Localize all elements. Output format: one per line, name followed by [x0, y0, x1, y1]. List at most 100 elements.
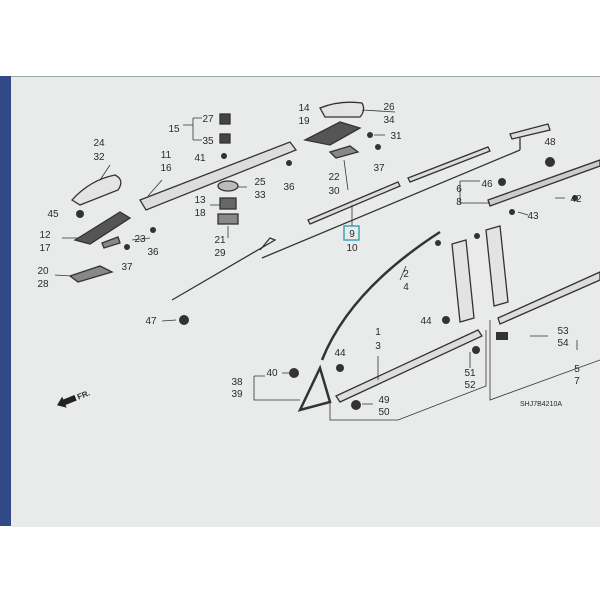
part-label: 38 [231, 377, 243, 388]
part-label: 7 [574, 376, 580, 387]
part-label: 24 [93, 138, 105, 149]
part-label: 18 [194, 208, 206, 219]
part-label: 10 [346, 243, 358, 254]
part-label: 49 [378, 395, 390, 406]
molding-9 [307, 181, 401, 225]
nut-35 [219, 133, 231, 144]
part-label: 47 [145, 316, 157, 327]
clip-icon [496, 332, 508, 340]
part-label: 9 [349, 229, 355, 240]
clip-23 [101, 236, 121, 249]
screw-icon [572, 195, 578, 201]
base-pad [68, 265, 114, 283]
part-label: 39 [231, 389, 243, 400]
screw-icon [150, 227, 156, 233]
clip-icon [179, 315, 189, 325]
part-label: 11 [161, 150, 172, 161]
part-label: 12 [39, 230, 51, 241]
part-label: 35 [202, 136, 214, 147]
molding-rear [509, 123, 551, 140]
part-label: 50 [378, 407, 390, 418]
part-label: 13 [194, 195, 206, 206]
front-direction-indicator: FR. [57, 388, 91, 408]
screw-icon [509, 209, 515, 215]
screw-icon [124, 244, 130, 250]
part-label: 37 [121, 262, 133, 273]
part-label: 51 [464, 368, 476, 379]
drip-molding [171, 237, 277, 301]
belt-molding-front [335, 329, 483, 403]
screw-icon [474, 233, 480, 239]
part-label: 37 [373, 163, 385, 174]
rear-bracket [303, 121, 362, 146]
nut-27 [219, 113, 231, 125]
part-label: 28 [37, 279, 49, 290]
part-label: 33 [254, 190, 266, 201]
part-label: 20 [37, 266, 49, 277]
part-label: 15 [168, 124, 180, 135]
part-label: 2 [403, 269, 409, 280]
clip-icon [442, 316, 450, 324]
part-label: 4 [403, 282, 409, 293]
front-label: FR. [76, 388, 91, 401]
screw-icon [286, 160, 292, 166]
part-label: 6 [456, 184, 462, 195]
front-door-outline [329, 330, 487, 421]
part-label: 44 [420, 316, 432, 327]
screw-icon [221, 153, 227, 159]
rear-door-outline [489, 320, 600, 401]
part-label: 53 [557, 326, 569, 337]
mount-21 [217, 213, 239, 225]
part-label: 44 [334, 348, 346, 359]
fasteners [76, 132, 578, 410]
rear-pad [328, 145, 360, 159]
belt-molding-rear [497, 271, 600, 325]
part-label: 54 [557, 338, 569, 349]
part-label: 14 [298, 103, 310, 114]
part-label: 42 [570, 194, 582, 205]
part-labels: 2 7 15 35 41 11 16 24 32 25 33 36 13 18 2… [37, 102, 582, 418]
part-label: 32 [93, 152, 105, 163]
clip-icon [351, 400, 361, 410]
leader-lines [54, 109, 578, 405]
monitor-bezel [0, 76, 11, 526]
end-cap [70, 174, 122, 206]
quarter-window [297, 364, 332, 412]
part-label: 34 [383, 115, 395, 126]
part-label: 17 [39, 243, 51, 254]
roof-rail [139, 141, 298, 211]
clip-icon [472, 346, 480, 354]
rear-cap [319, 101, 365, 118]
clip-icon [336, 364, 344, 372]
clip-icon [289, 368, 299, 378]
front-bracket [73, 211, 132, 245]
part-label: 25 [254, 177, 266, 188]
part-label: 52 [464, 380, 476, 391]
part-label: 5 [574, 364, 580, 375]
part-label: 29 [214, 248, 226, 259]
part-label: 36 [147, 247, 159, 258]
part-label: 8 [456, 197, 462, 208]
roof-line [261, 138, 521, 259]
part-label: 41 [194, 153, 206, 164]
molding-mid [407, 146, 491, 183]
pillar-garnish-front [451, 239, 475, 323]
part-label: 43 [527, 211, 539, 222]
part-label: 48 [544, 137, 556, 148]
part-label: 40 [266, 368, 278, 379]
screw-icon [375, 144, 381, 150]
part-label: 23 [134, 234, 146, 245]
part-label: 36 [283, 182, 295, 193]
screw-icon [367, 132, 373, 138]
part-label: 46 [481, 179, 493, 190]
arrow-left-icon [57, 394, 77, 408]
part-shapes [54, 101, 600, 421]
part-label: 16 [160, 163, 172, 174]
molding-6 [487, 159, 600, 207]
part-label: 26 [383, 102, 395, 113]
part-label: 21 [214, 235, 226, 246]
part-label: 45 [47, 209, 59, 220]
part-label: 30 [328, 186, 340, 197]
windshield-molding [320, 230, 441, 361]
